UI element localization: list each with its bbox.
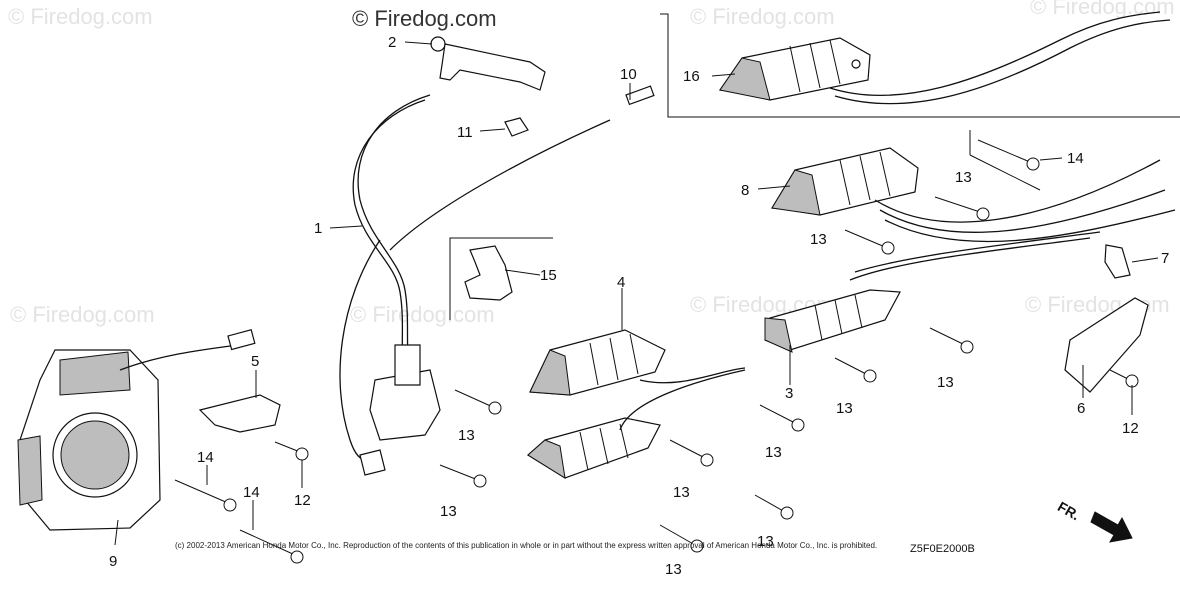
coil-16 — [718, 11, 1171, 105]
plate-6 — [1064, 297, 1149, 393]
watermarks: © Firedog.com © Firedog.com © Firedog.co… — [8, 0, 1175, 327]
watermark-left: © Firedog.com — [10, 302, 155, 327]
watermark-center: © Firedog.com — [350, 302, 495, 327]
callout-12-left: 12 — [294, 492, 311, 509]
callout-13-j: 13 — [440, 503, 457, 520]
callout-16: 16 — [683, 68, 700, 85]
copyright-notice: (c) 2002-2013 American Honda Motor Co., … — [175, 541, 877, 550]
watermark-top-center: © Firedog.com — [352, 6, 497, 31]
callout-12-right: 12 — [1122, 420, 1139, 437]
callout-1: 1 — [314, 220, 322, 237]
callout-6: 6 — [1077, 400, 1085, 417]
inset-frame-15 — [449, 237, 553, 320]
callout-15: 15 — [540, 267, 557, 284]
callout-3: 3 — [785, 385, 793, 402]
inset-line-14b — [969, 154, 1041, 191]
callout-14-left: 14 — [197, 449, 214, 466]
callout-13-i: 13 — [458, 427, 475, 444]
callout-4: 4 — [617, 274, 625, 291]
front-direction-arrow: FR. — [1055, 498, 1133, 543]
watermark-top-left: © Firedog.com — [8, 4, 153, 29]
diagram-code: Z5F0E2000B — [910, 543, 975, 555]
coil-3 — [764, 231, 1101, 353]
callout-10: 10 — [620, 66, 637, 83]
callout-14-right: 14 — [1067, 150, 1084, 167]
stator-9 — [17, 329, 256, 531]
callout-11: 11 — [457, 124, 473, 141]
fr-label: FR. — [1055, 498, 1083, 523]
clip-15 — [464, 245, 513, 301]
watermark-top-middle: © Firedog.com — [690, 4, 835, 29]
callout-5: 5 — [251, 353, 259, 370]
coil-8 — [771, 147, 1176, 243]
callout-13-c: 13 — [937, 374, 954, 391]
callout-13-a: 13 — [955, 169, 972, 186]
ignition-coil-1 — [339, 85, 655, 476]
watermark-top-right: © Firedog.com — [1030, 0, 1175, 19]
plug-cap-2 — [430, 36, 546, 91]
bracket-5 — [198, 394, 281, 433]
callout-14-bottom: 14 — [243, 484, 260, 501]
callout-9: 9 — [109, 553, 117, 570]
coil-4 — [529, 329, 746, 396]
callout-2: 2 — [388, 34, 396, 51]
callout-13-f: 13 — [673, 484, 690, 501]
callout-13-b: 13 — [810, 231, 827, 248]
callout-13-e: 13 — [765, 444, 782, 461]
callout-13-g: 13 — [757, 533, 774, 550]
callout-labels: 2 1 10 11 15 4 5 16 8 7 6 3 12 12 14 14 … — [109, 34, 1169, 578]
callout-13-h: 13 — [665, 561, 682, 578]
inset-frame-16 — [660, 13, 1180, 118]
coil-lower — [526, 369, 746, 480]
grommet-7 — [1104, 244, 1131, 279]
clamp-11 — [504, 117, 529, 137]
callout-7: 7 — [1161, 250, 1169, 267]
callout-8: 8 — [741, 182, 749, 199]
leader-lines — [114, 41, 1159, 546]
callout-13-d: 13 — [836, 400, 853, 417]
